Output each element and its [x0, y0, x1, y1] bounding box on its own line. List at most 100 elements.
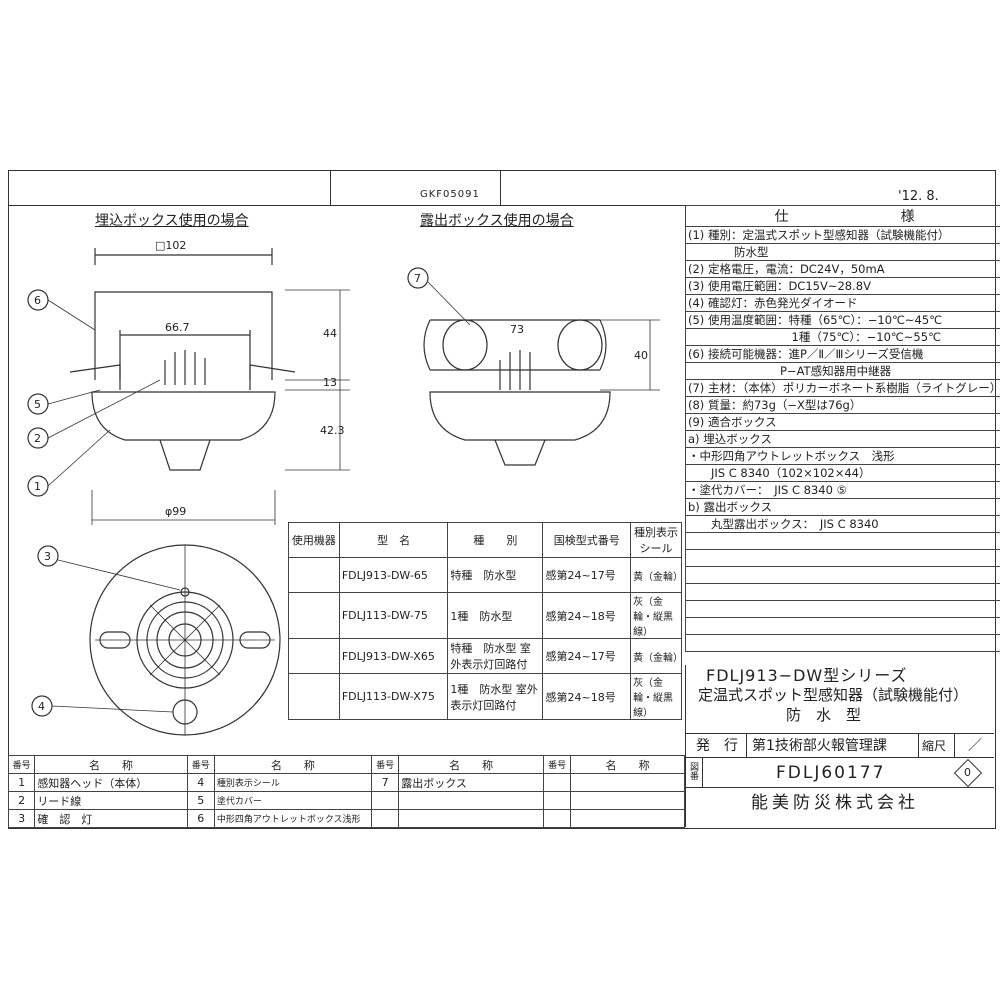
divider	[8, 205, 996, 206]
title-block: FDLJ913−DW型シリーズ 定温式スポット型感知器（試験機能付） 防 水 型…	[685, 665, 996, 827]
table-cell: 黄（金輪）	[630, 638, 683, 674]
divider	[330, 170, 331, 205]
column-header-name: 名 称	[570, 755, 685, 774]
part-number: 7	[371, 773, 400, 792]
product-type: 防 水 型	[786, 706, 862, 724]
series-name: FDLJ913−DW型シリーズ	[706, 666, 908, 685]
spec-row: (1) 種別：定温式スポット型感知器（試験機能付）	[684, 226, 1000, 244]
exposed-view-title: 露出ボックス使用の場合	[420, 213, 574, 229]
spec-table: 仕 様 (1) 種別：定温式スポット型感知器（試験機能付） 防水型(2) 定格電…	[684, 205, 1000, 652]
spec-text: (5) 使用温度範囲：特種（65℃）：−10℃~45℃	[684, 311, 1000, 329]
dim-44: 44	[323, 327, 337, 340]
column-header: 種別表示シール	[630, 522, 682, 558]
spec-row: (3) 使用電圧範囲：DC15V~28.8V	[684, 277, 1000, 295]
table-cell	[288, 673, 340, 720]
spec-row: a) 埋込ボックス	[684, 430, 1000, 448]
table-cell: 感第24~17号	[542, 557, 632, 593]
divider	[500, 170, 501, 205]
drawing-ref: GKF05091	[420, 189, 480, 200]
column-header-name: 名 称	[398, 755, 545, 774]
spec-row: P−AT感知器用中継器	[684, 362, 1000, 380]
callout-7: 7	[414, 272, 421, 285]
spec-row: b) 露出ボックス	[684, 498, 1000, 516]
callout-3: 3	[44, 550, 51, 563]
drawing-no-label: 図番	[690, 763, 700, 782]
spec-text: (2) 定格電圧，電流：DC24V，50mA	[684, 260, 1000, 278]
spec-row: ・塗代カバー： JIS C 8340 ⑤	[684, 481, 1000, 499]
spec-text: 防水型	[684, 243, 1000, 261]
column-header-name: 名 称	[34, 755, 188, 774]
spec-empty-row	[684, 532, 1000, 550]
spec-text: (1) 種別：定温式スポット型感知器（試験機能付）	[684, 226, 1000, 244]
table-cell: FDLJ913-DW-X65	[338, 638, 449, 674]
part-name: 種別表示シール	[213, 773, 373, 792]
spec-empty-row	[684, 566, 1000, 584]
spec-text: 1種（75℃）：−10℃~55℃	[684, 328, 1000, 346]
part-name: 露出ボックス	[398, 773, 545, 792]
part-number	[543, 773, 572, 792]
spec-text: (3) 使用電圧範囲：DC15V~28.8V	[684, 277, 1000, 295]
spec-row: (5) 使用温度範囲：特種（65℃）：−10℃~45℃	[684, 311, 1000, 329]
column-header-no: 番号	[186, 755, 215, 774]
embedded-view-title: 埋込ボックス使用の場合	[95, 213, 249, 229]
column-header-no: 番号	[543, 755, 572, 774]
part-name	[570, 809, 685, 828]
part-number: 3	[7, 809, 36, 828]
table-cell: 1種 防水型 室外表示灯回路付	[447, 673, 544, 720]
part-name: リード線	[34, 791, 188, 810]
part-name	[570, 773, 685, 792]
table-cell: 黄（金輪）	[630, 557, 683, 593]
spec-text: (7) 主材：（本体）ポリカーボネート系樹脂（ライトグレー）	[684, 379, 1000, 397]
spec-empty-row	[684, 549, 1000, 567]
scale-value: ／	[968, 738, 982, 754]
spec-row: 防水型	[684, 243, 1000, 261]
table-cell: 灰（金輪・縦黒線）	[630, 673, 682, 720]
dim-box-width: □102	[155, 239, 187, 252]
dim-diameter: φ99	[165, 505, 187, 518]
dim-inner: 66.7	[165, 321, 190, 334]
spec-row: JIS C 8340（102×102×44）	[684, 464, 1000, 482]
column-header-no: 番号	[371, 755, 400, 774]
part-number: 2	[7, 791, 36, 810]
part-number	[543, 809, 572, 828]
part-name	[398, 791, 545, 810]
dim-40: 40	[634, 349, 648, 362]
column-header-no: 番号	[7, 755, 36, 774]
spec-text: P−AT感知器用中継器	[684, 362, 1000, 380]
drawing-number: FDLJ60177	[776, 763, 886, 783]
table-cell: 特種 防水型 室外表示灯回路付	[447, 638, 544, 674]
spec-row: 丸型露出ボックス： JIS C 8340	[684, 515, 1000, 533]
part-name: 塗代カバー	[213, 791, 373, 810]
part-name: 感知器ヘッド（本体）	[34, 773, 188, 792]
table-cell: 感第24~18号	[542, 673, 632, 720]
part-number	[543, 791, 572, 810]
part-number: 1	[7, 773, 36, 792]
date: '12. 8.	[898, 189, 939, 204]
spec-row: (6) 接続可能機器：進P／Ⅱ／Ⅲシリーズ受信機	[684, 345, 1000, 363]
table-cell: 感第24~17号	[542, 638, 632, 674]
table-cell: 感第24~18号	[542, 592, 632, 639]
table-cell	[288, 592, 340, 639]
dim-42-3: 42.3	[320, 424, 345, 437]
issued-label: 発 行	[696, 738, 738, 754]
table-cell: 灰（金輪・縦黒線）	[630, 592, 682, 639]
spec-row: 1種（75℃）：−10℃~55℃	[684, 328, 1000, 346]
spec-empty-row	[684, 600, 1000, 618]
dim-13: 13	[323, 376, 337, 389]
table-cell: 1種 防水型	[447, 592, 544, 639]
part-name	[398, 809, 545, 828]
callout-1: 1	[34, 480, 41, 493]
spec-row: (4) 確認灯：赤色発光ダイオード	[684, 294, 1000, 312]
part-number	[371, 791, 400, 810]
spec-text: (8) 質量：約73g（−X型は76g）	[684, 396, 1000, 414]
spec-text: (4) 確認灯：赤色発光ダイオード	[684, 294, 1000, 312]
spec-text: (9) 適合ボックス	[684, 413, 1000, 431]
part-number: 4	[186, 773, 215, 792]
